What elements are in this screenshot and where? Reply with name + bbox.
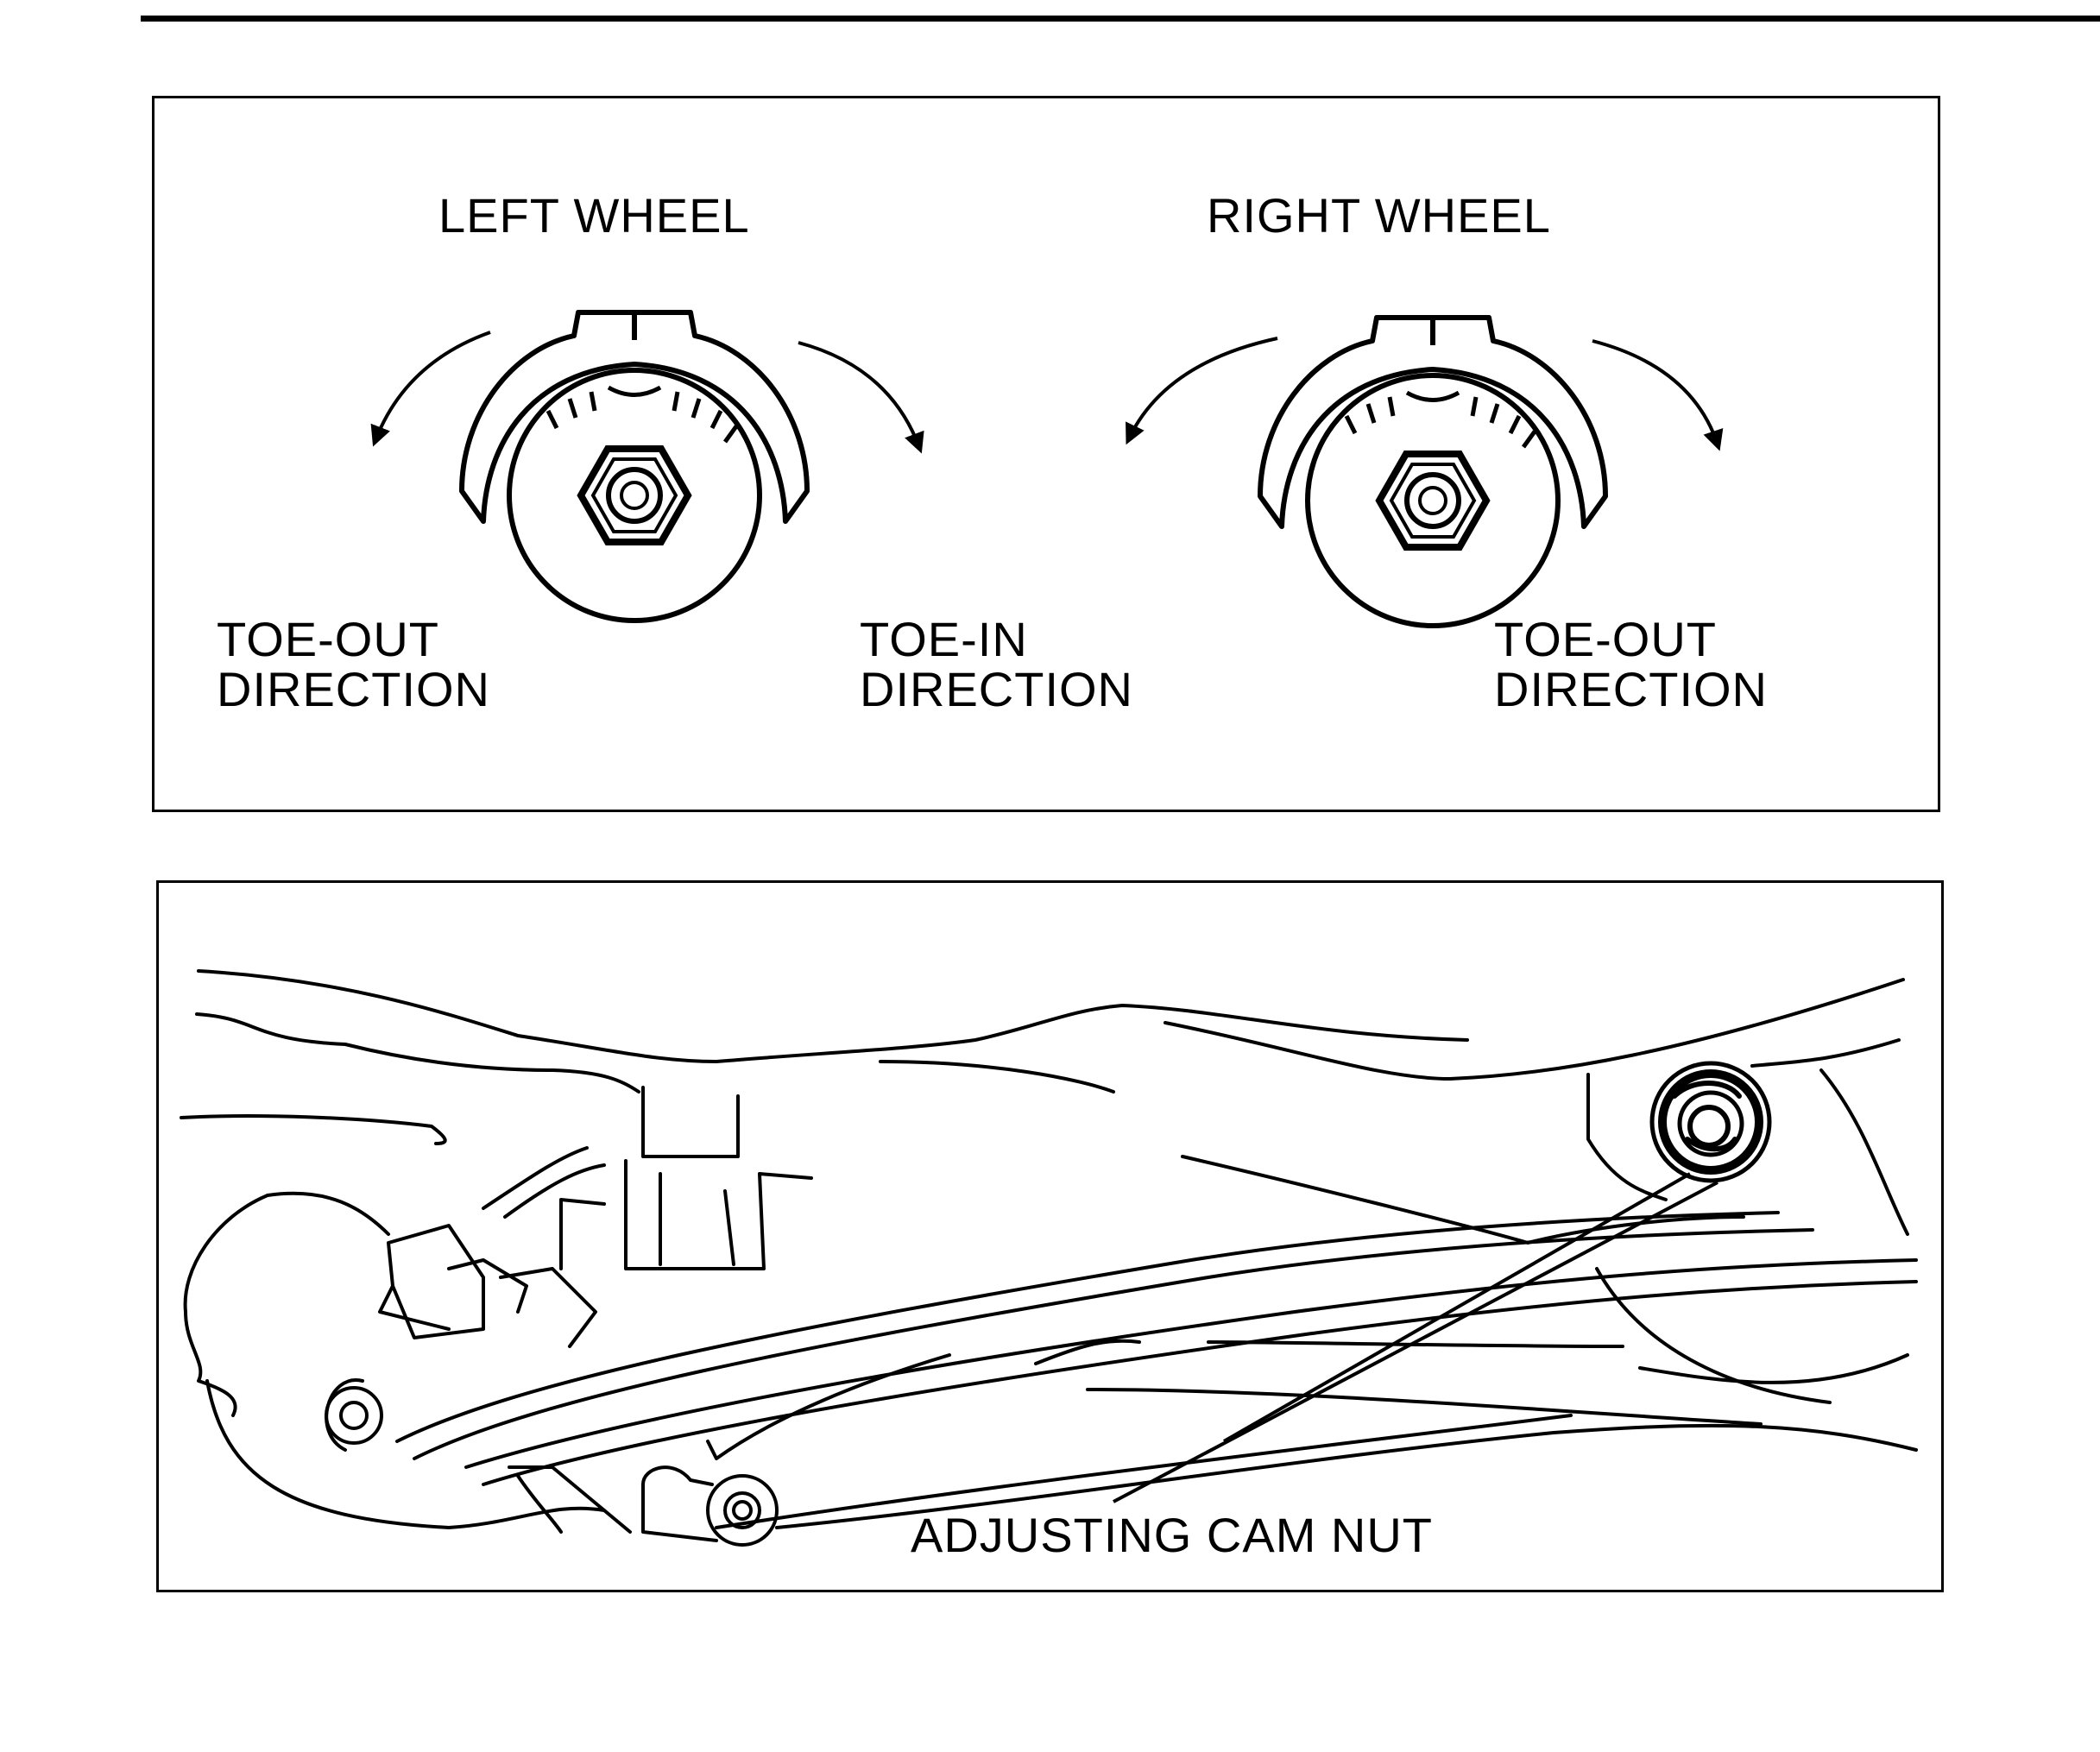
toe-out-left-line1: TOE-OUT xyxy=(217,612,439,666)
toe-direction-panel xyxy=(152,96,1940,812)
toe-in-line1: TOE-IN xyxy=(860,612,1028,666)
toe-in-label: TOE-IN DIRECTION xyxy=(860,614,1133,715)
rotate-arrow-icon xyxy=(370,331,1724,454)
top-rule xyxy=(141,16,2100,22)
toe-out-left-line2: DIRECTION xyxy=(217,662,490,716)
toe-in-line2: DIRECTION xyxy=(860,662,1133,716)
toe-out-right-label: TOE-OUT DIRECTION xyxy=(1494,614,1768,715)
toe-out-left-label: TOE-OUT DIRECTION xyxy=(217,614,490,715)
cam-nut-icon xyxy=(1649,1061,1772,1183)
right-wheel-cam-icon xyxy=(1260,318,1605,626)
adjusting-cam-nut-label: ADJUSTING CAM NUT xyxy=(911,1508,1433,1562)
rear-suspension-icon xyxy=(180,969,1918,1547)
right-wheel-title: RIGHT WHEEL xyxy=(1207,188,1551,243)
callout-leader-lines xyxy=(1113,1172,1718,1503)
left-wheel-title: LEFT WHEEL xyxy=(438,188,750,243)
toe-out-right-line1: TOE-OUT xyxy=(1494,612,1717,666)
toe-out-right-line2: DIRECTION xyxy=(1494,662,1768,716)
left-wheel-cam-icon xyxy=(462,312,807,621)
